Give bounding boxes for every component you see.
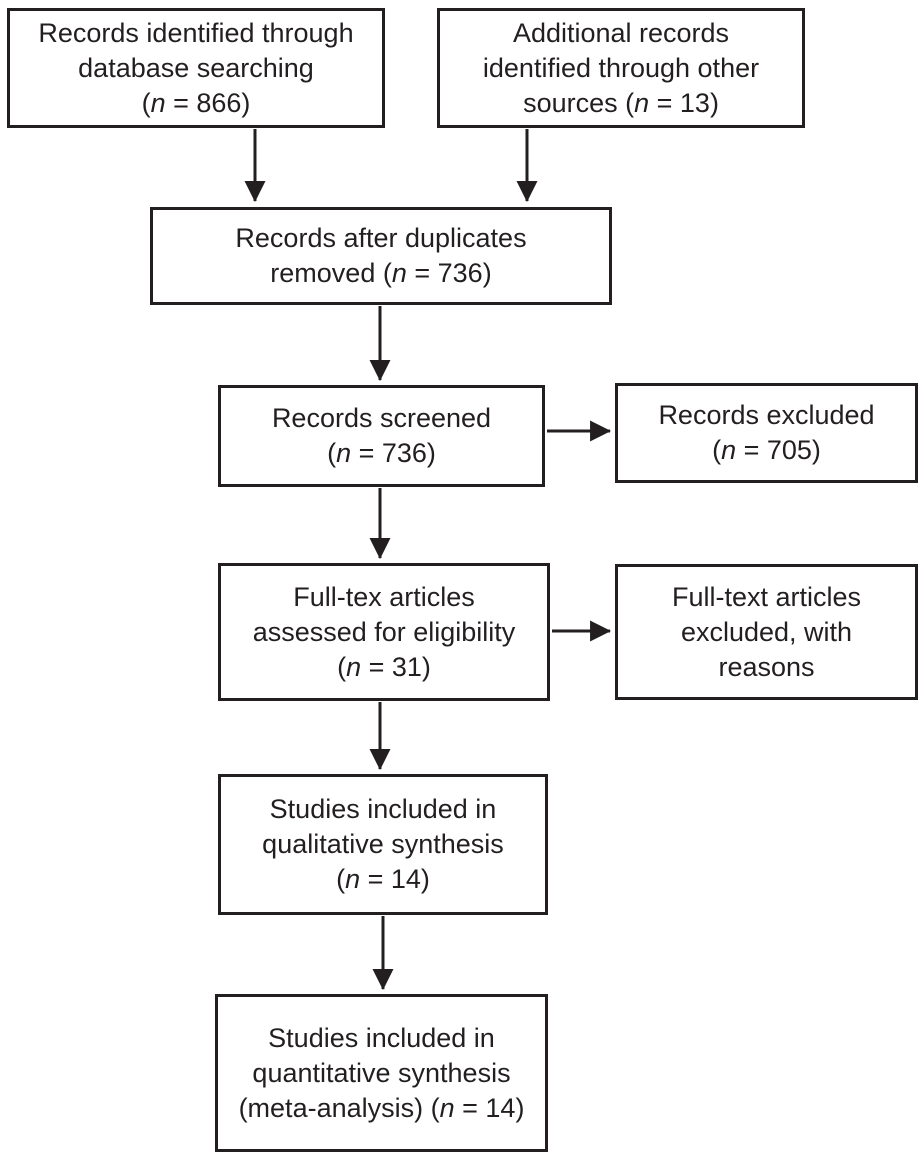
box-text-line: Records excluded [658, 400, 875, 430]
box-text-line: database searching [78, 52, 314, 83]
box-text-line: quantitative synthesis [252, 1057, 511, 1088]
box-text-line: Full-tex articles [293, 581, 475, 612]
box-records-excluded: Records excluded (n = 705) [615, 383, 918, 483]
box-records-screened: Records screened (n = 736) [218, 385, 545, 487]
box-records-after-duplicates: Records after duplicates removed (n = 73… [150, 207, 612, 305]
box-fulltext-assessed: Full-tex articles assessed for eligibili… [218, 563, 550, 701]
box-text-line: (n = 705) [712, 435, 821, 465]
box-text-line: Additional records [512, 17, 730, 48]
box-text-line: excluded, with [680, 616, 853, 647]
box-text-line: Full-text articles [671, 581, 862, 612]
box-quantitative-synthesis: Studies included in quantitative synthes… [215, 994, 548, 1152]
box-text-line: Studies included in [269, 794, 497, 824]
box-text-line: qualitative synthesis [262, 829, 504, 859]
box-text-line: (n = 31) [337, 651, 431, 682]
box-fulltext-excluded: Full-text articles excluded, with reason… [615, 564, 918, 700]
box-text-line: removed (n = 736) [270, 258, 492, 288]
box-text-line: sources (n = 13) [523, 87, 719, 118]
box-records-identified-database: Records identified through database sear… [7, 8, 385, 128]
box-text-line: (meta-analysis) (n = 14) [238, 1092, 525, 1123]
box-text-line: (n = 866) [141, 87, 251, 118]
box-text-line: Studies included in [268, 1022, 495, 1053]
box-text-line: identified through other [482, 52, 760, 83]
box-text-line: assessed for eligibility [252, 616, 516, 647]
box-text-line: reasons [718, 651, 815, 682]
box-text-line: (n = 736) [327, 438, 436, 468]
box-text-line: Records after duplicates [235, 223, 527, 253]
box-text-line: Records screened [271, 403, 492, 433]
box-additional-records: Additional records identified through ot… [437, 8, 805, 128]
box-text-line: Records identified through [38, 17, 354, 48]
box-text-line: (n = 14) [336, 864, 430, 894]
box-qualitative-synthesis: Studies included in qualitative synthesi… [218, 774, 548, 915]
